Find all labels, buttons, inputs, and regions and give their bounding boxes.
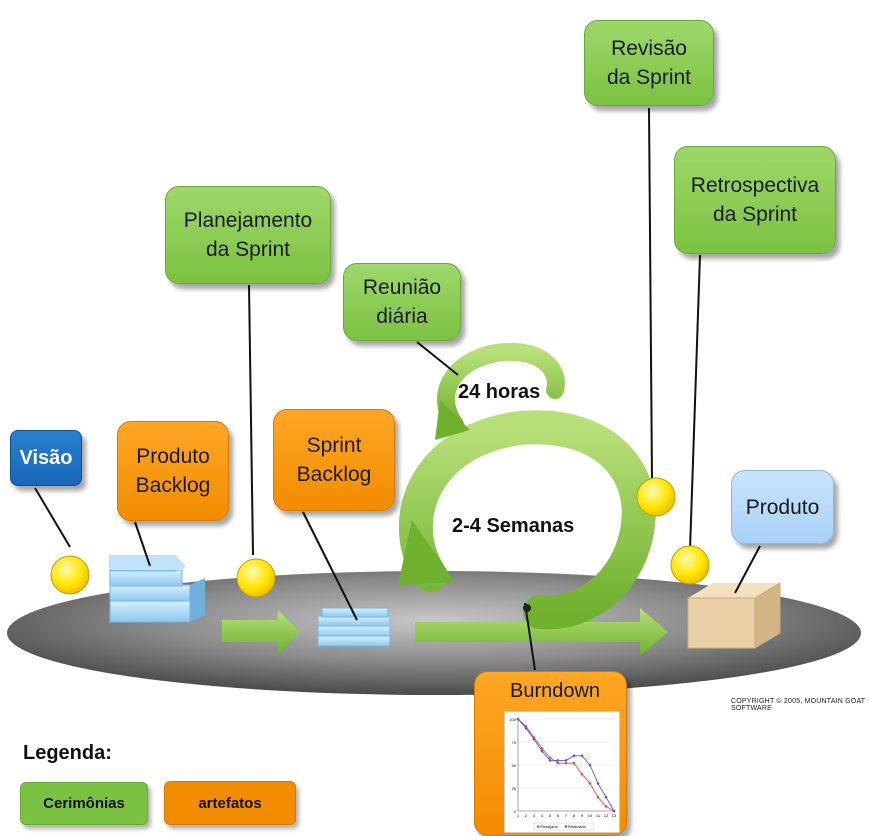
burndown-point <box>596 795 600 799</box>
burndown-legend-label: Planejado <box>540 824 559 829</box>
burndown-point <box>548 759 552 762</box>
sprint-loop <box>398 410 656 630</box>
sprint-planning-box: Planejamento da Sprint <box>165 186 331 284</box>
vision-box: Visão <box>10 430 82 486</box>
burndown-x-tick: 6 <box>557 813 560 818</box>
daily-loop-head <box>435 400 470 440</box>
sprint-backlog-line2: Backlog <box>296 463 372 486</box>
burndown-x-tick: 9 <box>581 813 584 818</box>
burndown-x-tick: 12 <box>604 813 609 818</box>
sprint-retrospective-line2: da Sprint <box>712 203 798 226</box>
burndown-legend-box <box>533 822 595 831</box>
sprint-retrospective-box: Retrospectiva da Sprint <box>674 146 836 254</box>
sprint-cycle-label: 2-4 Semanas <box>452 515 575 537</box>
daily-meeting-line1: Reunião <box>362 276 442 299</box>
sprint-retrospective-line1: Retrospectiva <box>690 174 820 197</box>
sprint-review-box: Revisão da Sprint <box>584 20 714 106</box>
legend-ceremonies-label: Cerimônias <box>43 795 125 812</box>
burndown-point <box>580 772 584 776</box>
sprint-planning-line1: Planejamento <box>183 209 313 232</box>
ceremony-markers <box>50 477 710 612</box>
burndown-legend-marker <box>564 825 568 828</box>
burndown-point <box>540 747 544 750</box>
burndown-x-tick: 4 <box>541 813 544 818</box>
vision-label: Visão <box>19 446 73 469</box>
flow-arrow-large <box>415 608 668 656</box>
burndown-point <box>580 754 584 758</box>
marker-planning <box>236 558 276 598</box>
legend-title: Legenda: <box>23 742 112 764</box>
marker-review <box>636 477 676 517</box>
sprint-review-line1: Revisão <box>611 37 687 60</box>
legend-ceremonies: Cerimônias <box>20 782 148 825</box>
burndown-point <box>588 782 592 785</box>
burndown-x-tick: 3 <box>533 813 536 818</box>
burndown-x-tick: 11 <box>596 813 601 818</box>
burndown-point <box>572 761 576 765</box>
product-label: Produto <box>745 495 820 519</box>
flow-arrow-small <box>222 610 300 654</box>
burndown-point <box>540 749 544 753</box>
burndown-point <box>564 761 568 765</box>
product-backlog-line2: Backlog <box>135 474 211 497</box>
burndown-x-tick: 8 <box>573 813 576 818</box>
burndown-point <box>572 754 576 758</box>
burndown-y-tick: 100 <box>509 717 516 722</box>
sprint-backlog-line1: Sprint <box>306 434 362 457</box>
burndown-point <box>524 726 528 730</box>
burndown-point <box>516 717 520 721</box>
marker-retrospective <box>670 545 710 585</box>
product-box <box>687 582 781 649</box>
burndown-legend-label: Realizado <box>568 824 587 829</box>
burndown-x-tick: 13 <box>612 813 617 818</box>
burndown-point <box>548 756 552 759</box>
marker-vision <box>50 555 90 595</box>
burndown-point <box>588 763 592 767</box>
product-box-label: Produto <box>731 470 834 544</box>
burndown-x-tick: 10 <box>588 813 593 818</box>
burndown-y-tick: 0 <box>514 809 517 814</box>
daily-meeting-box: Reunião diária <box>343 263 461 341</box>
connector-lines <box>34 107 761 671</box>
sprint-planning-line2: da Sprint <box>205 238 291 261</box>
burndown-point <box>604 795 608 799</box>
burndown-y-tick: 75 <box>512 740 517 745</box>
burndown-x-tick: 1 <box>517 813 520 818</box>
daily-cycle-label: 24 horas <box>458 381 541 403</box>
burndown-point <box>604 805 608 808</box>
marker-burndown <box>523 604 531 612</box>
legend-artifacts-label: artefatos <box>198 794 262 812</box>
burndown-point <box>556 761 560 765</box>
product-backlog-line1: Produto <box>136 445 210 468</box>
burndown-point <box>532 737 536 741</box>
burndown-point <box>556 759 560 762</box>
burndown-x-tick: 7 <box>565 813 568 818</box>
daily-meeting-line2: diária <box>376 305 428 328</box>
daily-loop <box>436 342 565 434</box>
copyright-text: COPYRIGHT © 2005, MOUNTAIN GOAT SOFTWARE <box>731 698 866 712</box>
burndown-point <box>564 759 568 762</box>
burndown-x-tick: 5 <box>549 813 552 818</box>
sprint-review-line2: da Sprint <box>606 66 692 89</box>
burndown-axes <box>517 719 614 812</box>
burndown-point <box>612 809 616 813</box>
product-backlog-stack <box>109 555 205 623</box>
sprint-loop-head <box>398 520 455 585</box>
burndown-x-tick: 2 <box>525 813 528 818</box>
legend-artifacts: artefatos <box>164 781 296 825</box>
burndown-y-tick: 25 <box>512 786 517 791</box>
burndown-point <box>596 782 600 785</box>
burndown-y-tick: 50 <box>512 763 517 768</box>
burndown-title: Burndown <box>510 680 601 702</box>
burndown-legend-marker <box>536 825 540 828</box>
